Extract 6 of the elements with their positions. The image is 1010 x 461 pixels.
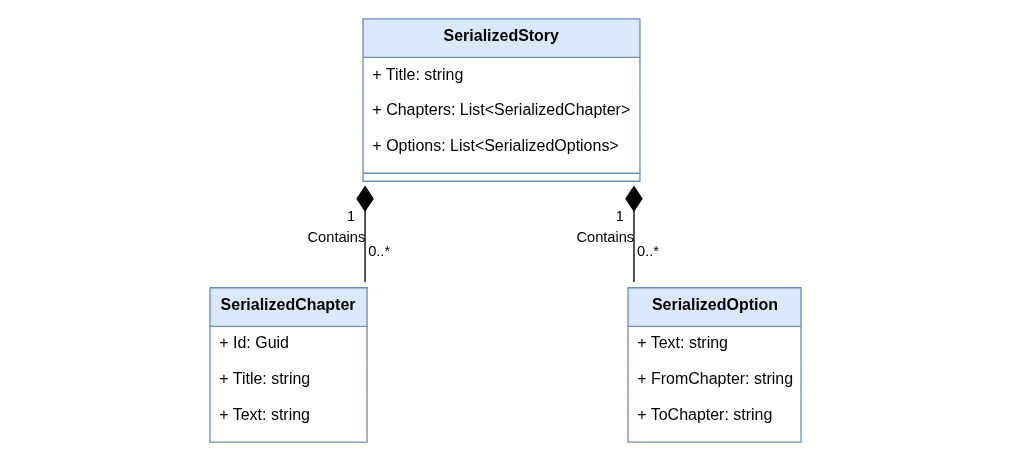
label: 0..* xyxy=(636,242,659,259)
connector xyxy=(355,185,374,283)
label: 0..* xyxy=(367,242,390,259)
label: 1 xyxy=(615,207,624,224)
label: 1 xyxy=(346,207,355,224)
connector xyxy=(624,185,643,283)
